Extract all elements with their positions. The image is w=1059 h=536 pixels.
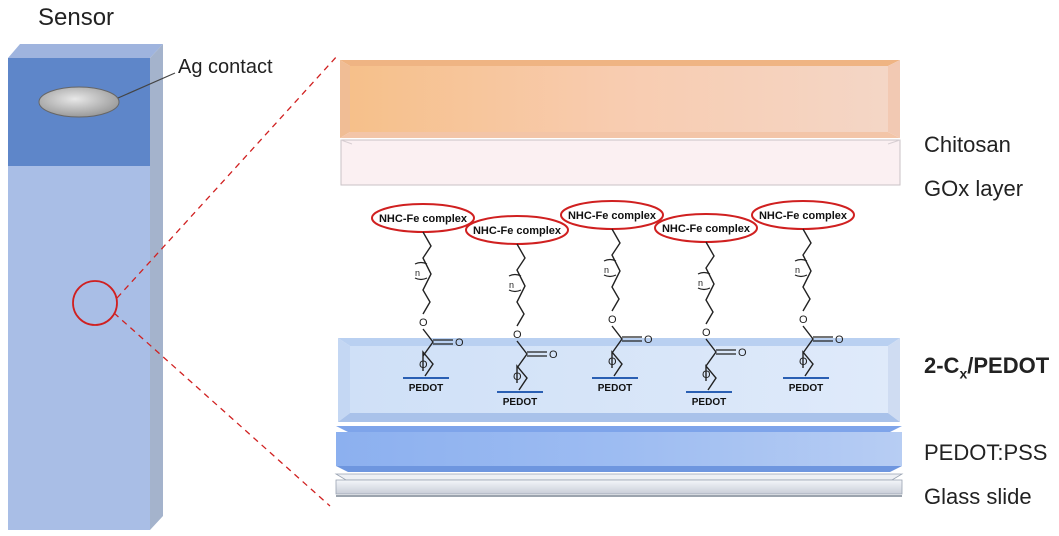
zoom-line-bottom [113,312,331,507]
nhc-fe-complex-label: NHC-Fe complex [759,210,848,222]
linker-chain [422,350,434,377]
ag-contact-pad [38,86,120,118]
nhc-fe-complex-label: NHC-Fe complex [662,223,751,235]
repeat-n-label: n [604,265,609,275]
nhc-fe-complex-label: NHC-Fe complex [473,225,562,237]
repeat-bracket [414,261,428,281]
carbonyl-bonds [705,338,717,367]
repeat-bracket [603,258,617,278]
repeat-n-label: n [509,280,514,290]
ester-oxygen-label: O [702,327,711,339]
layer-pedot-pss [336,426,902,472]
nhc-fe-complex-label: NHC-Fe complex [568,210,657,222]
layer-glass-slide [334,473,904,497]
ester-oxygen-label: O [419,317,428,329]
repeat-n-label: n [795,265,800,275]
chitosan-label: Chitosan [924,132,1011,157]
sensor-title: Sensor [38,4,115,31]
carbonyl-bonds [802,325,814,354]
pedot-label: PEDOT [789,383,823,394]
layer-chitosan [340,60,900,138]
pedot-label: PEDOT [692,397,726,408]
sensor-top-edge [8,44,163,58]
ester-oxygen-label: O [799,314,808,326]
gox-label: GOx layer [924,176,1024,201]
pedot-pss-label: PEDOT:PSS [924,440,1048,465]
repeat-bracket [697,271,711,291]
carbonyl-oxygen-label: O [738,347,747,359]
repeat-n-label: n [415,268,420,278]
alkyl-chain [611,228,621,312]
repeat-n-label: n [698,278,703,288]
chain-group: NHC-Fe complex nO O O PEDOT NHC-Fe complex nO O… [371,200,855,408]
carbonyl-oxygen-label: O [455,337,464,349]
alkyl-chain [422,231,432,315]
linker-chain [516,364,528,391]
carbonyl-bonds [422,328,434,357]
linker-chain [705,364,717,391]
carbonyl-bonds [611,325,623,354]
carbonyl-oxygen-label: O [549,349,558,361]
ester-oxygen-label: O [513,329,522,341]
linker-chain [802,350,814,377]
functionalized-pedot-label: 2-Cx/PEDOT [924,353,1050,382]
pedot-label: PEDOT [598,383,632,394]
carbonyl-oxygen-label: O [644,334,653,346]
zoom-circle [72,280,118,326]
alkyl-chain [705,241,715,325]
ester-oxygen-label: O [608,314,617,326]
repeat-bracket [794,258,808,278]
ag-contact-label: Ag contact [178,56,273,78]
sensor-active-region [8,166,150,530]
carbonyl-bonds [516,340,528,369]
repeat-bracket [508,273,522,293]
pedot-label: PEDOT [409,383,443,394]
nhc-fe-complex-label: NHC-Fe complex [379,213,468,225]
sensor-side-edge [150,44,163,530]
layer-gox [340,139,901,186]
linker-chain [611,350,623,377]
ag-contact-leader [117,72,176,99]
pedot-label: PEDOT [503,397,537,408]
glass-slide-label: Glass slide [924,484,1032,509]
alkyl-chain [802,228,812,312]
carbonyl-oxygen-label: O [835,334,844,346]
sensor-strip [8,44,339,530]
alkyl-chain [516,243,526,327]
